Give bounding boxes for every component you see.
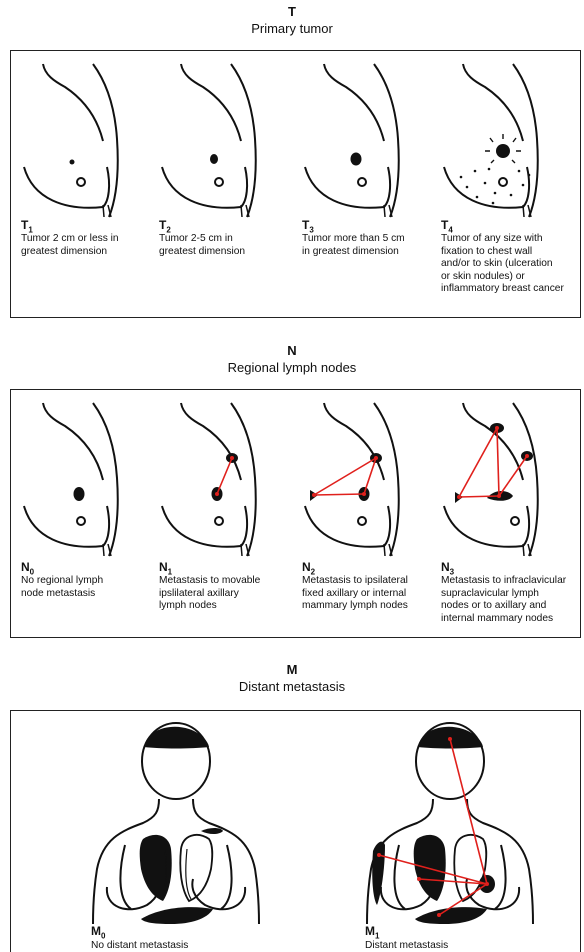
t1-description: Tumor 2 cm or less in greatest dimension	[21, 233, 119, 258]
n2-description: Metastasis to ipsilateral fixed axillary…	[302, 575, 408, 613]
metastasis-line	[459, 496, 499, 497]
liver	[415, 907, 487, 924]
metastasis-line	[459, 428, 497, 497]
t-section-header: T Primary tumor	[0, 4, 584, 37]
m0-description: No distant metastasis	[91, 940, 188, 952]
right-lung	[180, 835, 212, 901]
n3-cell	[441, 398, 579, 558]
t2-cell	[159, 59, 297, 219]
n1-description: Metastasis to movable ipslilateral axill…	[159, 575, 260, 613]
breast-outline-icon	[21, 59, 149, 219]
breast-outline-icon	[159, 59, 287, 219]
m0-figure	[81, 719, 271, 929]
bone-lesion	[372, 842, 385, 905]
liver	[141, 907, 213, 924]
t1-cell	[21, 59, 159, 219]
m1-description: Distant metastasis	[365, 940, 448, 952]
tumor-mark	[496, 144, 510, 158]
tumor-mark	[74, 487, 85, 501]
n1-cell	[159, 398, 297, 558]
left-lung	[140, 835, 172, 901]
section-title: Primary tumor	[0, 20, 584, 37]
metastasis-line	[314, 494, 364, 495]
section-title: Regional lymph nodes	[0, 359, 584, 376]
n3-description: Metastasis to infraclavicular supraclavi…	[441, 575, 566, 625]
metastasis-line	[217, 458, 232, 494]
t3-description: Tumor more than 5 cm in greatest dimensi…	[302, 233, 405, 258]
axillary-node	[201, 828, 223, 834]
m-panel: M0 No distant metastasis	[10, 710, 581, 952]
breast-outline-icon	[441, 398, 569, 558]
right-lung	[454, 835, 486, 901]
tumor-mark	[351, 153, 362, 166]
m1-code: M1	[365, 924, 379, 940]
tumor-mark	[70, 160, 75, 165]
t3-cell	[302, 59, 440, 219]
section-letter: M	[0, 662, 584, 678]
breast-outline-icon	[159, 398, 287, 558]
m-section-header: M Distant metastasis	[0, 662, 584, 695]
t2-description: Tumor 2-5 cm in greatest dimension	[159, 233, 245, 258]
n-panel: N0 No regional lymph node metastasis N1 …	[10, 389, 581, 638]
n0-description: No regional lymph node metastasis	[21, 575, 103, 600]
t4-cell	[441, 59, 579, 219]
m0-code: M0	[91, 924, 105, 940]
torso-outline-icon	[355, 719, 545, 924]
m1-figure	[355, 719, 545, 929]
brain-region	[144, 727, 209, 749]
n2-cell	[302, 398, 440, 558]
section-letter: N	[0, 343, 584, 359]
breast-outline-icon	[441, 59, 569, 219]
t4-description: Tumor of any size with fixation to chest…	[441, 233, 564, 296]
section-title: Distant metastasis	[0, 678, 584, 695]
breast-outline-icon	[21, 398, 149, 558]
t-panel: T1 Tumor 2 cm or less in greatest dimens…	[10, 50, 581, 318]
n0-cell	[21, 398, 159, 558]
section-letter: T	[0, 4, 584, 20]
breast-outline-icon	[302, 59, 430, 219]
tumor-mark	[210, 154, 218, 164]
n-section-header: N Regional lymph nodes	[0, 343, 584, 376]
torso-outline-icon	[81, 719, 271, 924]
breast-outline-icon	[302, 398, 430, 558]
